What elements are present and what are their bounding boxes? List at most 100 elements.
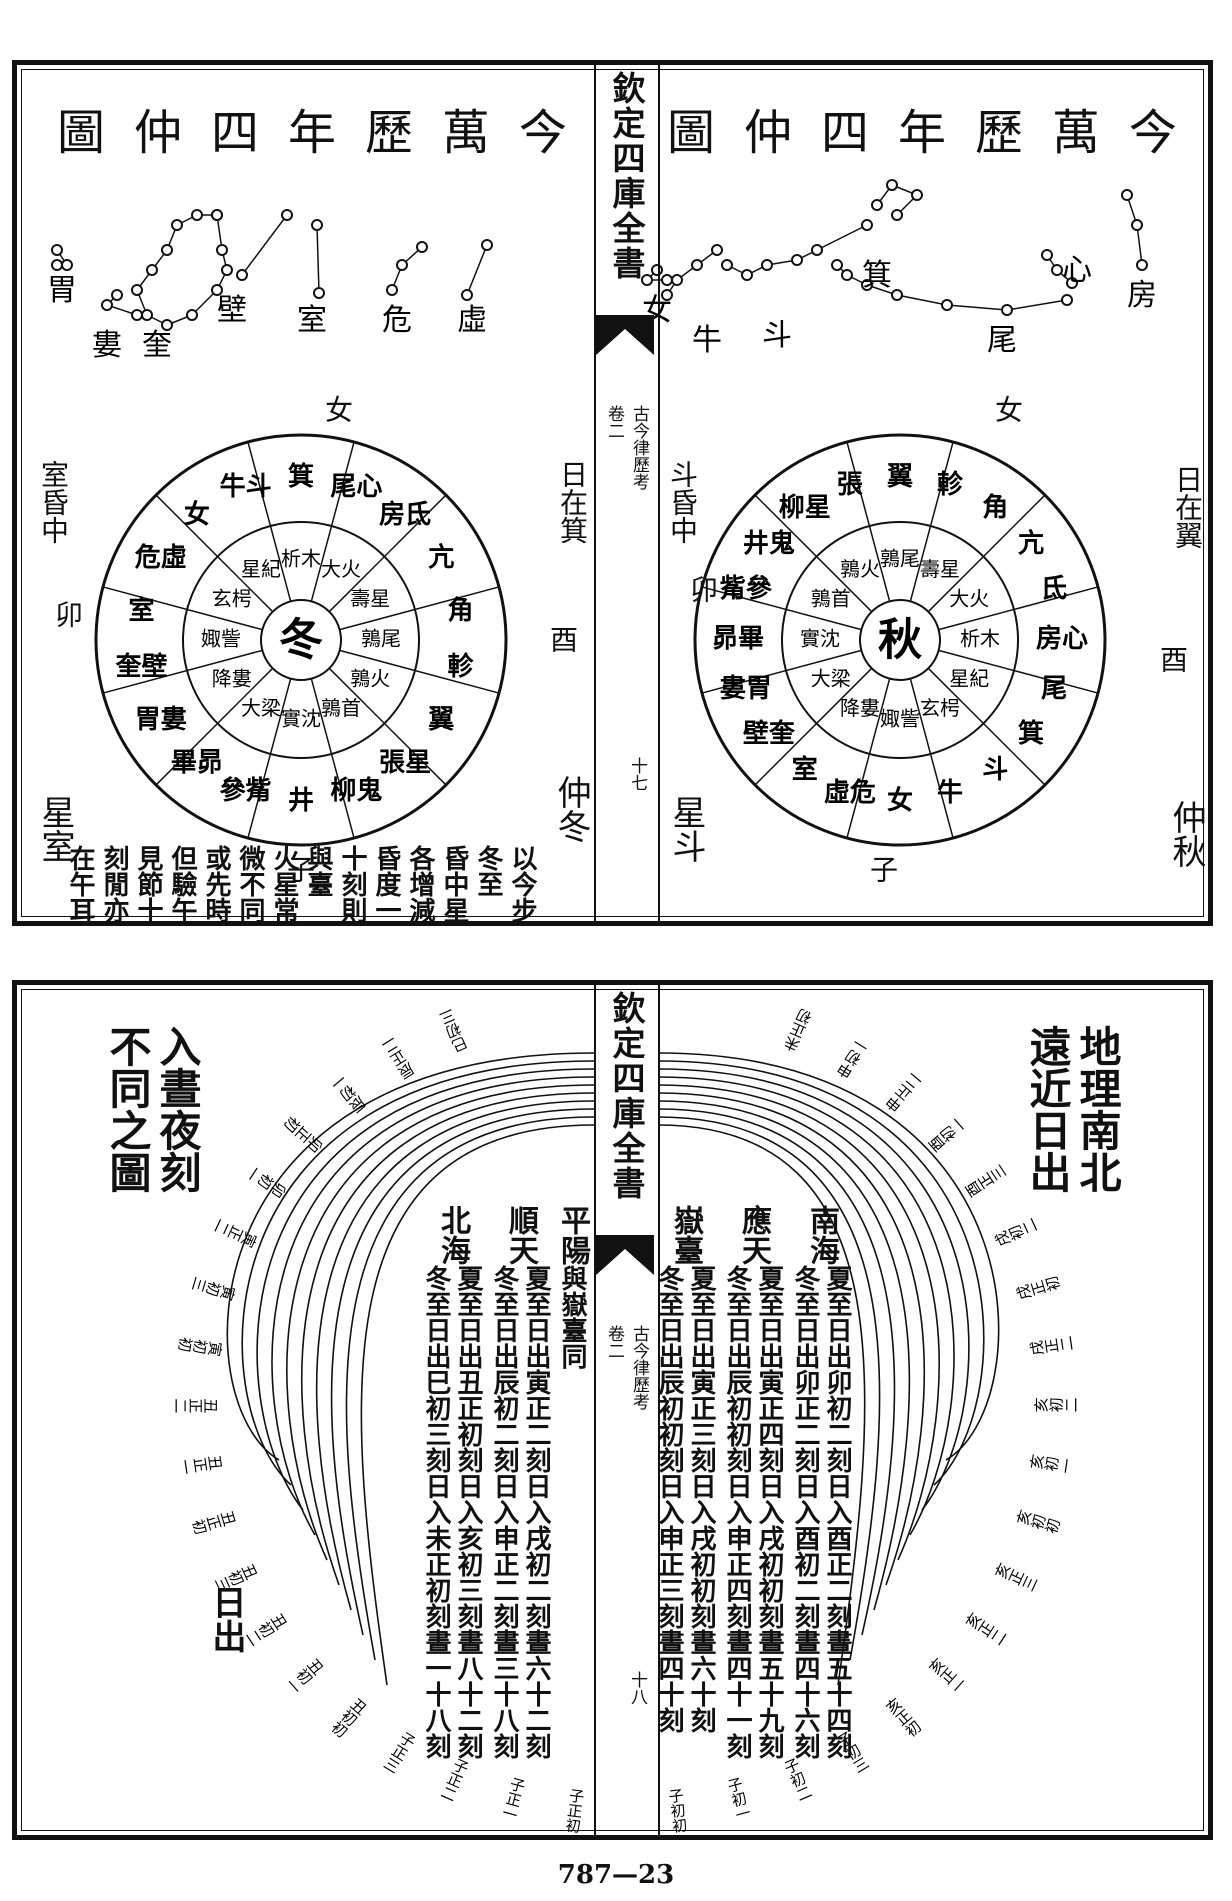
star-dot	[281, 209, 293, 221]
right-jupiter-station: 降婁	[840, 696, 880, 720]
right-jupiter-station: 實沈	[800, 627, 840, 651]
star-dot	[111, 289, 123, 301]
constellation-label: 胃	[47, 273, 77, 308]
solstice-times: 冬至日出辰初初刻日入申正四刻晝四十一刻	[722, 1265, 752, 1759]
leaf-number: 十八	[627, 1671, 647, 1705]
star-dot	[661, 289, 673, 301]
solstice-times: 夏至日出卯初二刻日入酉正二刻晝五十四刻	[822, 1265, 852, 1759]
evening-star-left: 室昏中	[37, 460, 70, 544]
hour-mark-left: 丑初一	[282, 1654, 328, 1697]
right-lunar-mansion: 牛	[937, 778, 963, 808]
star-dot	[1131, 219, 1143, 231]
star-dot	[861, 219, 873, 231]
day-length-arc-left	[286, 1084, 595, 1561]
star-dot	[311, 219, 323, 231]
left-lunar-mansion: 危虛	[135, 542, 187, 573]
wheel-center	[859, 599, 941, 681]
solstice-times: 夏至日出寅正三刻日入戌初初刻晝六十刻	[686, 1265, 716, 1733]
left-lunar-mansion: 女	[184, 499, 210, 530]
series-title: 欽定四庫全書	[607, 71, 646, 281]
hour-mark-right: 亥正一	[925, 1654, 971, 1697]
hour-mark-left: 丑正初	[189, 1507, 238, 1537]
day-length-arc-left	[301, 1092, 595, 1586]
note-column: 冬至	[473, 845, 503, 897]
left-lunar-mansion: 井	[288, 786, 314, 816]
hour-mark-left: 子正初	[563, 1787, 586, 1835]
wheel-divider	[927, 667, 1046, 786]
note-column: 微不同	[235, 845, 265, 923]
hour-mark-left: 子正二	[437, 1755, 471, 1803]
book-title: 古今律歷考	[629, 405, 649, 490]
star-dot	[211, 209, 223, 221]
sun-position-right: 日在翼	[1171, 465, 1204, 549]
hour-mark-right: 戌正初	[1014, 1273, 1063, 1303]
hour-mark-right: 子初一	[724, 1775, 753, 1823]
right-lunar-mansion: 軫	[937, 469, 964, 500]
dawn-star-right: 星斗	[666, 795, 706, 863]
hour-mark-right: 子初初	[666, 1787, 689, 1835]
fish-tail-mark-icon	[596, 315, 654, 355]
left-lunar-mansion: 翼	[428, 705, 454, 735]
star-dot	[1041, 249, 1053, 261]
right-lunar-mansion: 女	[887, 785, 913, 816]
hour-mark-left: 寅初初	[176, 1334, 224, 1358]
star-dot	[911, 189, 923, 201]
hour-mark-right: 亥初二	[1033, 1396, 1078, 1414]
spine-top: 欽定四庫全書 古今律歷考 卷二 十七	[594, 65, 660, 921]
north-places: 平陽與嶽臺同順天夏至日出寅正二刻日入戌初二刻晝六十二刻冬至日出辰初二刻日入申正二…	[417, 1205, 590, 1759]
wheel-divider	[102, 586, 263, 631]
star-dot	[711, 244, 723, 256]
left-jupiter-station: 娵訾	[201, 627, 241, 651]
star-dot	[131, 284, 143, 296]
note-column: 十刻則	[337, 845, 367, 923]
wheel-divider	[701, 649, 862, 694]
star-dot	[141, 309, 153, 321]
constellation-label: 牛	[692, 323, 722, 358]
left-jupiter-station: 實沈	[281, 707, 321, 731]
left-jupiter-station: 星紀	[241, 557, 281, 581]
day-length-arc-right	[657, 1076, 955, 1536]
right-lunar-mansion: 井鬼	[743, 528, 795, 559]
right-jupiter-station: 壽星	[920, 557, 960, 581]
star-dot	[61, 259, 73, 271]
right-lunar-mansion: 室	[792, 754, 818, 785]
place-name: 應天	[736, 1205, 771, 1265]
star-dot	[721, 259, 733, 271]
day-length-arc-left	[345, 1116, 595, 1661]
constellation-label: 婁	[92, 328, 122, 363]
hour-mark-right: 亥正三	[992, 1560, 1040, 1595]
left-jupiter-station: 鶉尾	[361, 627, 401, 651]
title-char: 仲	[133, 105, 182, 161]
dawn-star-left: 星室	[35, 795, 75, 863]
shi-figure	[316, 224, 320, 294]
hour-mark-right: 酉初一	[925, 1113, 971, 1156]
right-lunar-mansion: 氐	[1041, 574, 1067, 604]
series-title: 欽定四庫全書	[607, 991, 646, 1201]
north-label-left: 女	[321, 395, 354, 423]
star-dot	[871, 199, 883, 211]
fish-tail-mark-icon	[596, 1235, 654, 1275]
right-jupiter-station: 星紀	[949, 667, 989, 691]
title-left: 今萬歷年四仲圖	[57, 93, 567, 163]
star-dot	[51, 244, 63, 256]
wheel-divider	[339, 649, 500, 694]
place-entry: 應天夏至日出寅正四刻日入戌初初刻晝五十九刻冬至日出辰初初刻日入申正四刻晝四十一刻	[722, 1205, 784, 1759]
constellation-label: 房	[1127, 278, 1157, 313]
bottom-spread: 子正初子正一子正二子正三丑初初丑初一丑初二丑初三丑正初丑正一丑正二寅初初寅初三寅…	[12, 980, 1213, 1840]
volume: 卷二	[604, 405, 624, 439]
note-column: 見節十	[133, 845, 163, 923]
star-dot	[661, 274, 673, 286]
day-length-arc-right	[657, 1052, 1000, 1461]
book-title: 古今律歷考	[629, 1325, 649, 1410]
wheel-divider	[754, 667, 873, 786]
star-dot	[481, 239, 493, 251]
star-dot	[236, 269, 248, 281]
hour-mark-left: 辰正二	[379, 1034, 418, 1082]
day-length-arc-right	[657, 1108, 896, 1636]
star-dot	[841, 269, 853, 281]
left-jupiter-station: 鶉首	[321, 696, 361, 720]
place-name: 北海	[435, 1205, 470, 1265]
constellation-label: 虛	[457, 303, 487, 338]
star-dot	[101, 299, 113, 311]
hour-mark-right: 戌初二	[992, 1216, 1040, 1251]
